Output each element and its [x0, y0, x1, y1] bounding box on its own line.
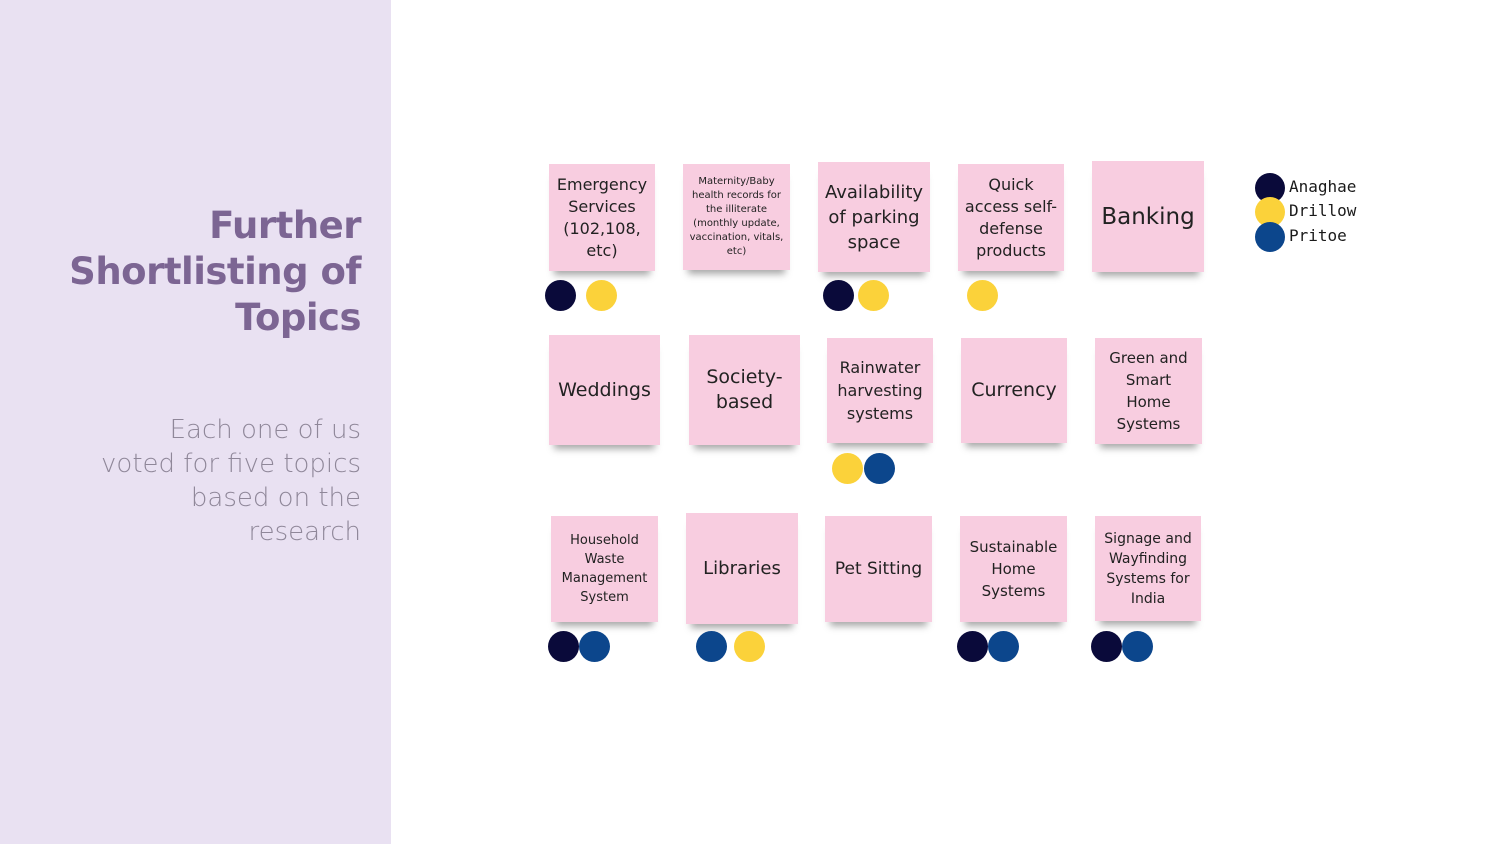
vote-dot-anaghae [1091, 631, 1122, 662]
vote-dot-drillow [967, 280, 998, 311]
page-title: Further Shortlisting of Topics [69, 204, 361, 339]
vote-dot-drillow [586, 280, 617, 311]
sticky-note-text: Libraries [703, 558, 781, 579]
sticky-note-text: Sustainable Home Systems [969, 538, 1058, 600]
sticky-note[interactable]: Weddings [549, 335, 660, 445]
sticky-note-text: Weddings [558, 378, 651, 401]
sticky-note-text: Society-based [706, 366, 783, 413]
vote-dot-anaghae [957, 631, 988, 662]
sticky-note[interactable]: Banking [1092, 161, 1204, 272]
sticky-note[interactable]: Signage and Wayfinding Systems for India [1095, 516, 1201, 621]
sticky-note-text: Maternity/Baby health records for the il… [689, 176, 784, 257]
legend-swatch [1255, 222, 1285, 252]
vote-dot-pritoe [988, 631, 1019, 662]
legend-label: Drillow [1289, 201, 1357, 220]
sticky-note[interactable]: Availability of parking space [818, 162, 930, 272]
vote-dot-anaghae [823, 280, 854, 311]
sticky-note-text: Household Waste Management System [561, 533, 648, 605]
sticky-note-text: Signage and Wayfinding Systems for India [1104, 530, 1192, 607]
sticky-note[interactable]: Society-based [689, 335, 800, 445]
sticky-note[interactable]: Rainwater harvesting systems [827, 338, 933, 443]
vote-dot-anaghae [545, 280, 576, 311]
sticky-note[interactable]: Maternity/Baby health records for the il… [683, 164, 790, 270]
sticky-note[interactable]: Household Waste Management System [551, 516, 658, 622]
sticky-note-text: Pet Sitting [834, 559, 923, 579]
sticky-note[interactable]: Libraries [686, 513, 798, 624]
vote-dot-anaghae [548, 631, 579, 662]
sticky-note-text: Banking [1101, 203, 1195, 230]
vote-dot-pritoe [1122, 631, 1153, 662]
page-subtitle: Each one of us voted for five topics bas… [101, 415, 361, 547]
vote-dot-pritoe [864, 453, 895, 484]
sticky-note[interactable]: Quick access self-defense products [958, 164, 1064, 271]
sticky-note-text: Green and Smart Home Systems [1109, 349, 1188, 433]
sticky-note-text: Currency [971, 379, 1057, 401]
sticky-note-text: Emergency Services (102,108, etc) [556, 174, 648, 260]
vote-dot-pritoe [696, 631, 727, 662]
legend-label: Pritoe [1289, 226, 1347, 245]
sticky-note-text: Quick access self-defense products [964, 174, 1058, 260]
legend-label: Anaghae [1289, 177, 1357, 196]
sticky-note-text: Availability of parking space [824, 181, 924, 253]
vote-dot-pritoe [579, 631, 610, 662]
vote-dot-drillow [832, 453, 863, 484]
sticky-note[interactable]: Sustainable Home Systems [960, 516, 1067, 622]
sticky-note[interactable]: Emergency Services (102,108, etc) [549, 164, 655, 271]
sticky-note[interactable]: Currency [961, 338, 1067, 443]
side-panel: Further Shortlisting of Topics Each one … [0, 0, 391, 844]
sticky-note-text: Rainwater harvesting systems [837, 358, 923, 423]
vote-dot-drillow [858, 280, 889, 311]
vote-dot-drillow [734, 631, 765, 662]
sticky-note[interactable]: Pet Sitting [825, 516, 932, 622]
sticky-note[interactable]: Green and Smart Home Systems [1095, 338, 1202, 444]
